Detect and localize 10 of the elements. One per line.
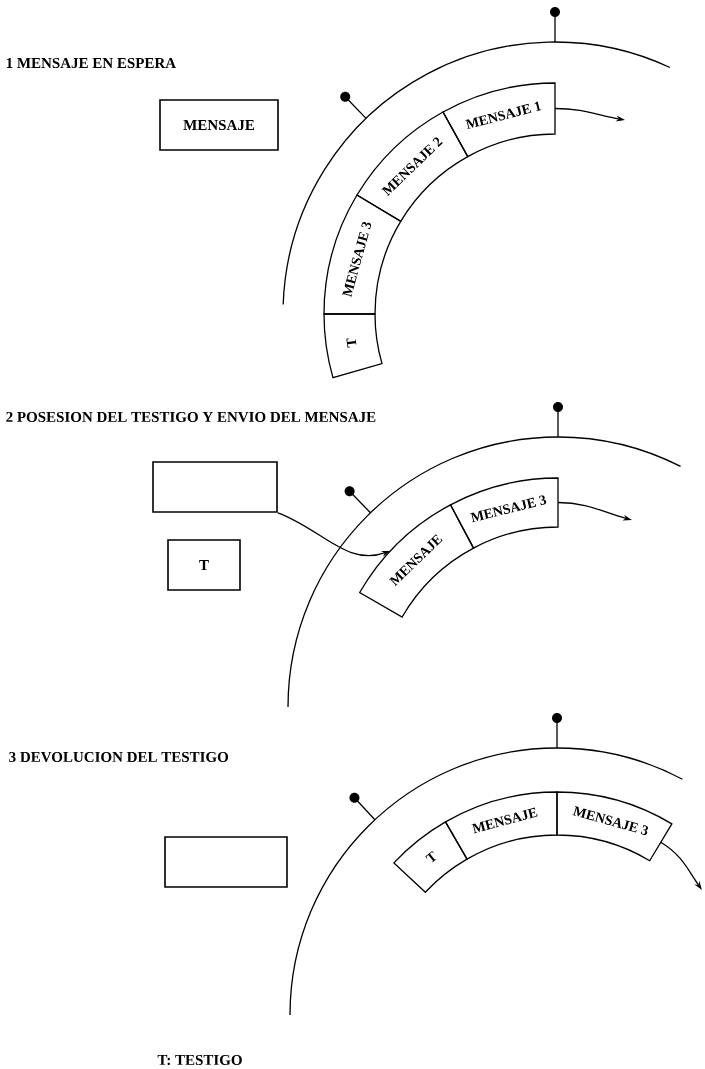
step-heading: 1 MENSAJE EN ESPERA — [6, 57, 176, 69]
message-box: T — [167, 539, 241, 591]
message-box: MENSAJE — [159, 99, 279, 151]
key-note: T: TESTIGO — [157, 1054, 242, 1066]
ring-segment: T — [323, 313, 383, 379]
empty-box — [152, 461, 278, 513]
empty-box — [164, 836, 288, 888]
ring-segment: T — [393, 821, 468, 893]
step-heading: 3 DEVOLUCION DEL TESTIGO — [9, 751, 229, 763]
step-heading: 2 POSESION DEL TESTIGO Y ENVIO DEL MENSAJE — [6, 411, 376, 423]
